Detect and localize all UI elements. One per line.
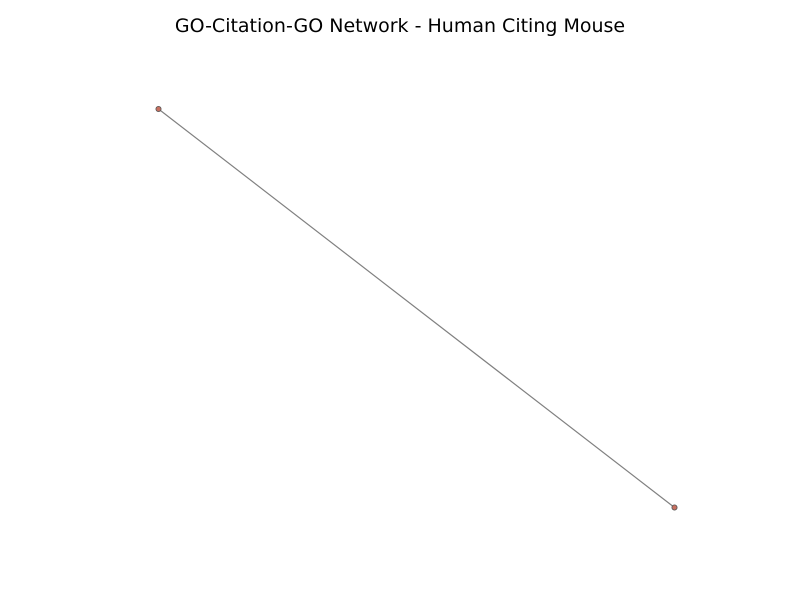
figure-title: GO-Citation-GO Network - Human Citing Mo… xyxy=(174,15,626,37)
network-edge xyxy=(158,108,675,508)
network-node xyxy=(155,106,162,113)
network-node xyxy=(671,504,678,511)
